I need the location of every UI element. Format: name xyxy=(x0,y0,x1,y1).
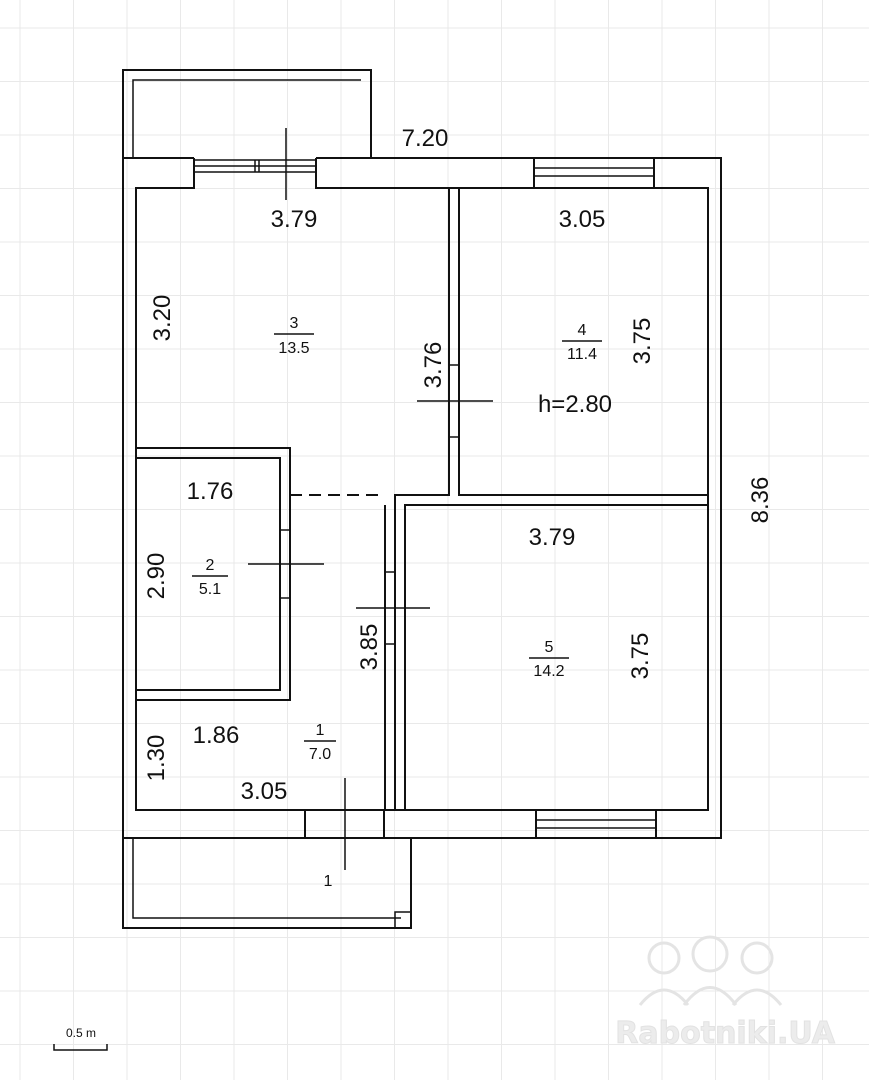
svg-text:5.1: 5.1 xyxy=(199,581,221,598)
svg-text:11.4: 11.4 xyxy=(567,346,597,363)
interior-walls xyxy=(136,188,708,810)
dim-overall-right: 8.36 xyxy=(747,477,774,524)
scale-label: 0.5 m xyxy=(66,1026,96,1040)
svg-text:14.2: 14.2 xyxy=(533,663,564,680)
svg-text:3: 3 xyxy=(290,315,299,332)
entrance-door xyxy=(304,810,385,838)
dim-hall-left: 3.85 xyxy=(356,624,383,671)
svg-text:1: 1 xyxy=(316,722,325,739)
balcony-door xyxy=(193,159,317,173)
dim-room1-height: 1.30 xyxy=(143,735,170,782)
dim-room2-width: 1.76 xyxy=(187,478,234,505)
svg-text:4: 4 xyxy=(578,322,587,339)
dim-room4-height: 3.75 xyxy=(629,318,656,365)
room-label-2: 2 5.1 xyxy=(192,557,228,598)
svg-text:2: 2 xyxy=(206,557,215,574)
window-room-4 xyxy=(533,157,655,189)
balcony-bottom xyxy=(122,838,412,929)
dim-room3-width: 3.79 xyxy=(271,206,318,233)
svg-text:7.0: 7.0 xyxy=(309,746,331,763)
svg-text:5: 5 xyxy=(545,639,554,656)
room-label-4: 4 11.4 xyxy=(562,322,602,363)
dim-room5-height: 3.75 xyxy=(627,633,654,680)
dim-room1-width: 1.86 xyxy=(193,722,240,749)
section-marks xyxy=(248,128,493,870)
dim-room1-bottom: 3.05 xyxy=(241,778,288,805)
svg-text:13.5: 13.5 xyxy=(278,340,309,357)
ceiling-height: h=2.80 xyxy=(538,391,612,418)
room-label-3: 3 13.5 xyxy=(274,315,314,357)
dim-room4-width: 3.05 xyxy=(559,206,606,233)
dim-room3-height: 3.20 xyxy=(149,295,176,342)
dim-overall-top: 7.20 xyxy=(402,125,449,152)
scale-bar: 0.5 m xyxy=(53,1026,108,1051)
room-label-1: 1 7.0 xyxy=(304,722,336,763)
room-label-5: 5 14.2 xyxy=(529,639,569,680)
entrance-label: 1 xyxy=(324,873,333,890)
dim-room3-right: 3.76 xyxy=(420,342,447,389)
watermark-text: Rabotniki.UA xyxy=(615,1016,835,1051)
watermark-logo xyxy=(638,935,783,1006)
dim-room5-width: 3.79 xyxy=(529,524,576,551)
dim-room2-height: 2.90 xyxy=(143,553,170,600)
balcony-top xyxy=(122,69,372,158)
window-room-5 xyxy=(535,809,657,839)
